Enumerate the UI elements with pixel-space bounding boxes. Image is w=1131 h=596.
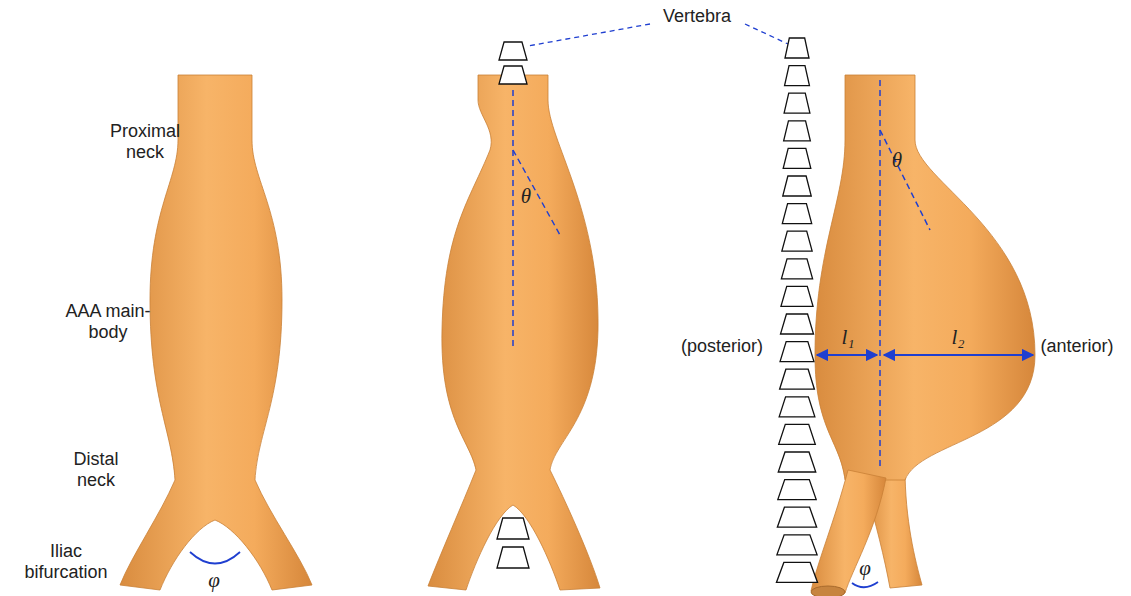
dimension-label: l₂: [943, 325, 973, 349]
part-label: Distal neck: [61, 449, 131, 490]
angle-symbol: φ: [204, 568, 224, 592]
vessel-opening: [811, 586, 845, 596]
vertebra-symbol: [783, 148, 811, 168]
axis-line: [512, 90, 514, 350]
vertebra-column: [497, 38, 818, 582]
part-label: Vertebra: [647, 6, 747, 27]
tilt-line: [880, 130, 930, 230]
orientation-label: (anterior): [1027, 336, 1127, 357]
aneurysm-lateral: [815, 75, 1035, 480]
vertebra-symbol: [499, 42, 527, 60]
part-label: AAA main-body: [63, 301, 153, 342]
vertebra-symbol: [784, 121, 811, 141]
vertebra-symbol: [778, 452, 816, 472]
vertebra-symbol: [778, 480, 816, 500]
vertebra-symbol: [779, 397, 815, 417]
orientation-label: (posterior): [667, 336, 777, 357]
dimension-arrow: [817, 354, 877, 356]
vertebra-symbol: [497, 547, 529, 568]
tilt-line: [513, 150, 560, 235]
vertebra-symbol: [780, 342, 814, 362]
vertebra-symbol: [784, 93, 810, 113]
angle-symbol: θ: [516, 184, 536, 208]
part-label: Proximal neck: [100, 121, 190, 162]
vertebra-symbol: [781, 259, 812, 279]
vertebra-symbol: [776, 562, 817, 582]
angle-arc: [190, 552, 240, 564]
leader-line: [745, 24, 788, 44]
vertebra-symbol: [785, 38, 809, 58]
axis-line: [879, 80, 881, 468]
dimension-label: l₁: [833, 325, 863, 349]
vertebra-symbol: [781, 286, 813, 306]
part-label: Iliac bifurcation: [11, 541, 121, 582]
vertebra-symbol: [783, 176, 812, 196]
vertebra-symbol: [777, 507, 816, 527]
vertebra-symbol: [782, 231, 812, 251]
vertebra-symbol: [497, 518, 529, 539]
vertebra-symbol: [499, 66, 527, 84]
leader-line: [528, 24, 650, 46]
vertebra-symbol: [782, 204, 811, 224]
vertebra-symbol: [777, 535, 817, 555]
angle-symbol: φ: [855, 556, 875, 580]
angle-symbol: θ: [887, 148, 907, 172]
angle-arc: [852, 582, 878, 587]
vertebra-symbol: [780, 369, 815, 389]
aneurysm-side: [428, 75, 600, 590]
vertebra-symbol: [785, 66, 810, 86]
vertebra-symbol: [779, 424, 816, 444]
dimension-arrow: [884, 354, 1033, 356]
iliac-leg: [811, 470, 886, 593]
vertebra-symbol: [781, 314, 814, 334]
